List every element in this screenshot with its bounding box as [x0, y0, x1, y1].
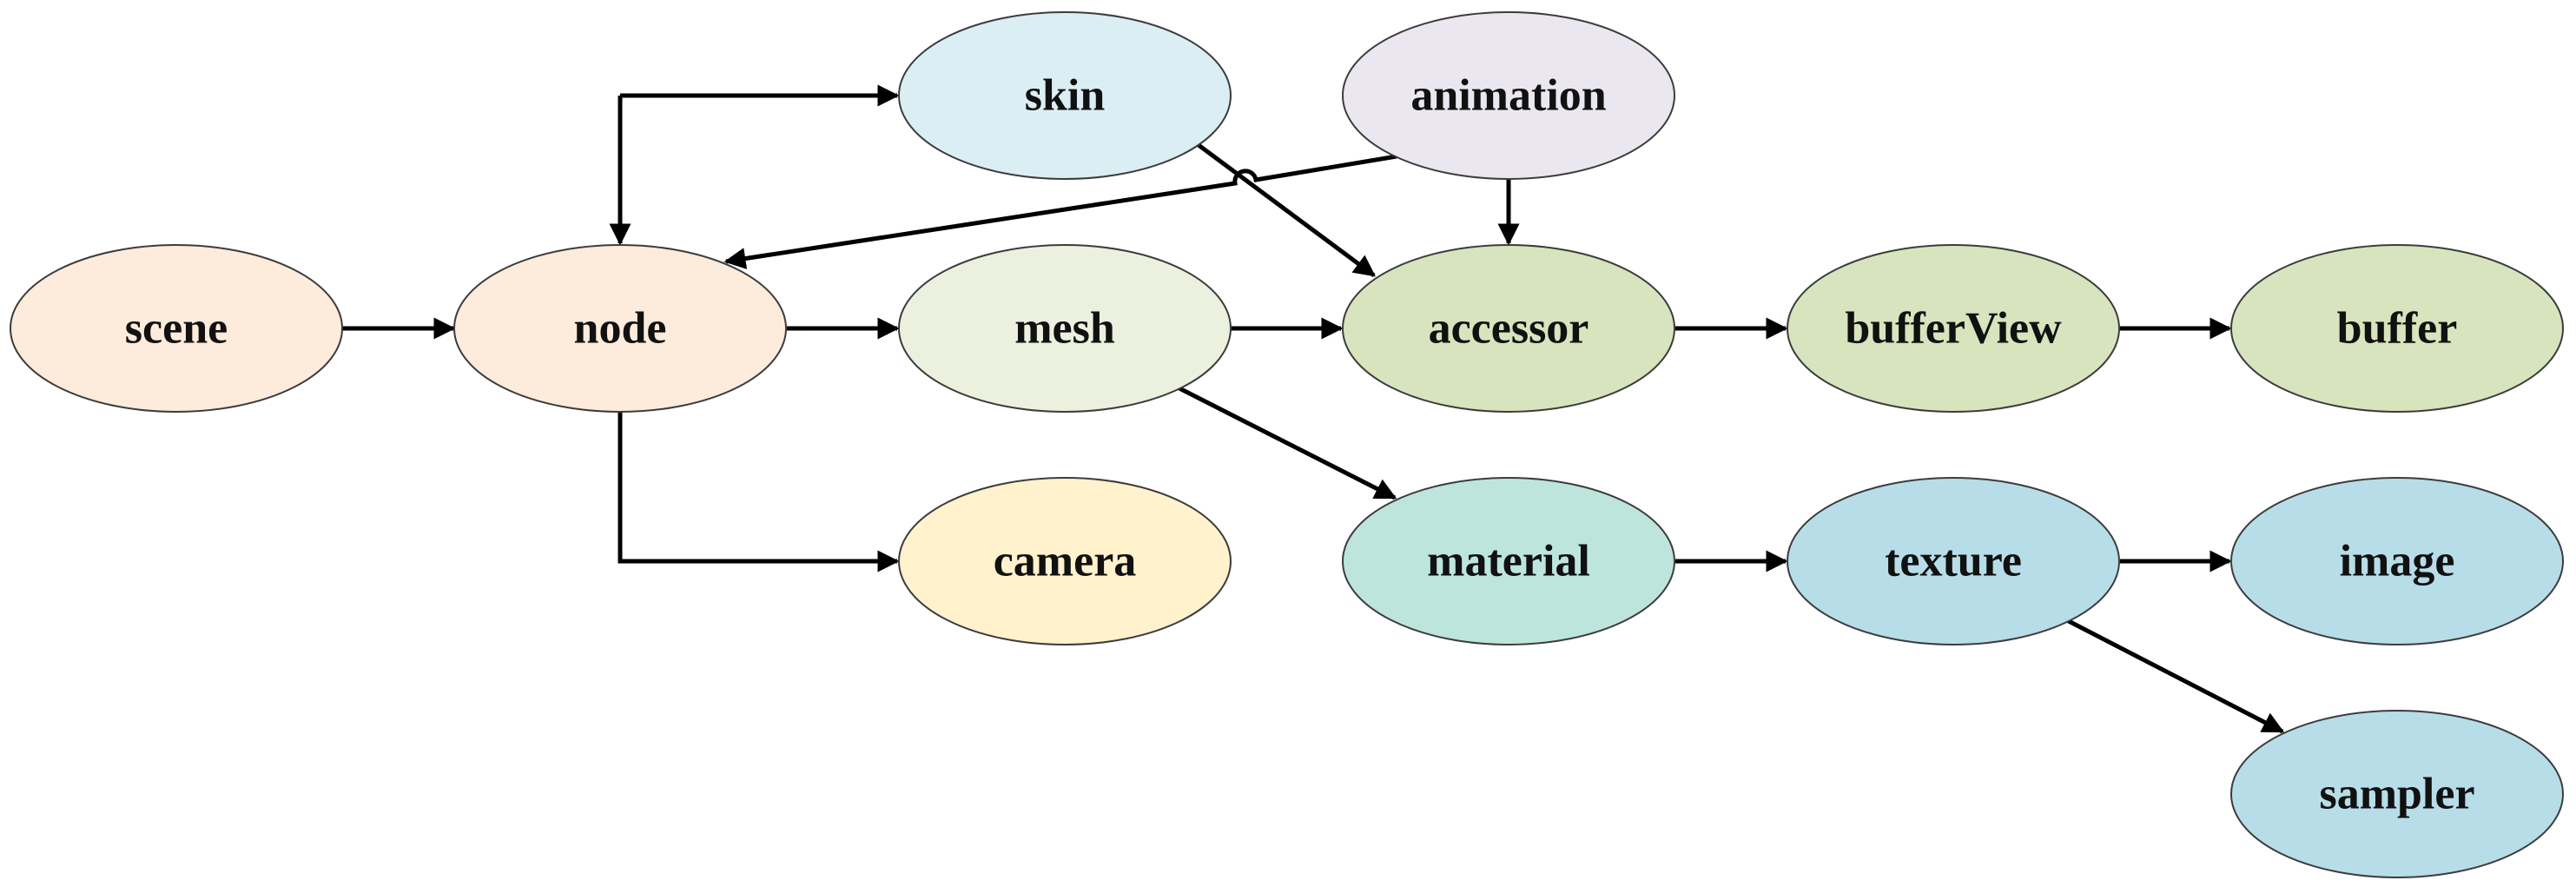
node-animation: animation: [1342, 11, 1675, 180]
edge-texture-to-sampler: [2065, 618, 2285, 734]
node-image-label: image: [2340, 537, 2455, 586]
node-image: image: [2230, 477, 2564, 645]
node-image-shape: [2230, 477, 2564, 645]
node-node: node: [453, 244, 787, 413]
node-accessor-label: accessor: [1429, 304, 1589, 354]
node-camera-shape: [898, 477, 1232, 645]
node-material-shape: [1342, 477, 1675, 645]
node-bufferview: bufferView: [1787, 244, 2120, 413]
node-sampler-shape: [2230, 710, 2564, 878]
node-sampler-label: sampler: [2319, 770, 2474, 819]
node-node-label: node: [574, 304, 667, 354]
node-mesh-shape: [898, 244, 1232, 413]
node-scene-shape: [10, 244, 343, 413]
node-animation-shape: [1342, 11, 1675, 180]
edge-mesh-to-material: [1176, 385, 1397, 500]
node-sampler: sampler: [2230, 710, 2564, 878]
node-bufferview-shape: [1787, 244, 2120, 413]
node-skin-shape: [898, 11, 1232, 180]
node-camera: camera: [898, 477, 1232, 645]
edge-node-to-camera: [618, 412, 900, 573]
node-buffer: buffer: [2230, 244, 2564, 413]
node-skin: skin: [898, 11, 1232, 180]
node-mesh: mesh: [898, 244, 1232, 413]
node-texture-label: texture: [1885, 537, 2022, 586]
nodes: scene node skin animation mesh accessor …: [10, 11, 2564, 878]
node-buffer-label: buffer: [2337, 304, 2458, 354]
node-texture-shape: [1787, 477, 2120, 645]
node-skin-label: skin: [1025, 71, 1106, 121]
node-buffer-shape: [2230, 244, 2564, 413]
node-material-label: material: [1427, 537, 1590, 586]
edge-animation-to-node: [723, 154, 1397, 269]
node-mesh-label: mesh: [1014, 304, 1115, 354]
node-animation-label: animation: [1410, 71, 1606, 121]
node-accessor-shape: [1342, 244, 1675, 413]
node-camera-label: camera: [994, 537, 1137, 586]
edge-skin-to-accessor: [1193, 140, 1377, 278]
node-bufferview-label: bufferView: [1845, 304, 2062, 354]
node-texture: texture: [1787, 477, 2120, 645]
node-node-shape: [453, 244, 787, 413]
node-scene: scene: [10, 244, 343, 413]
node-scene-label: scene: [125, 304, 228, 354]
node-accessor: accessor: [1342, 244, 1675, 413]
node-material: material: [1342, 477, 1675, 645]
edges: [340, 84, 2285, 734]
